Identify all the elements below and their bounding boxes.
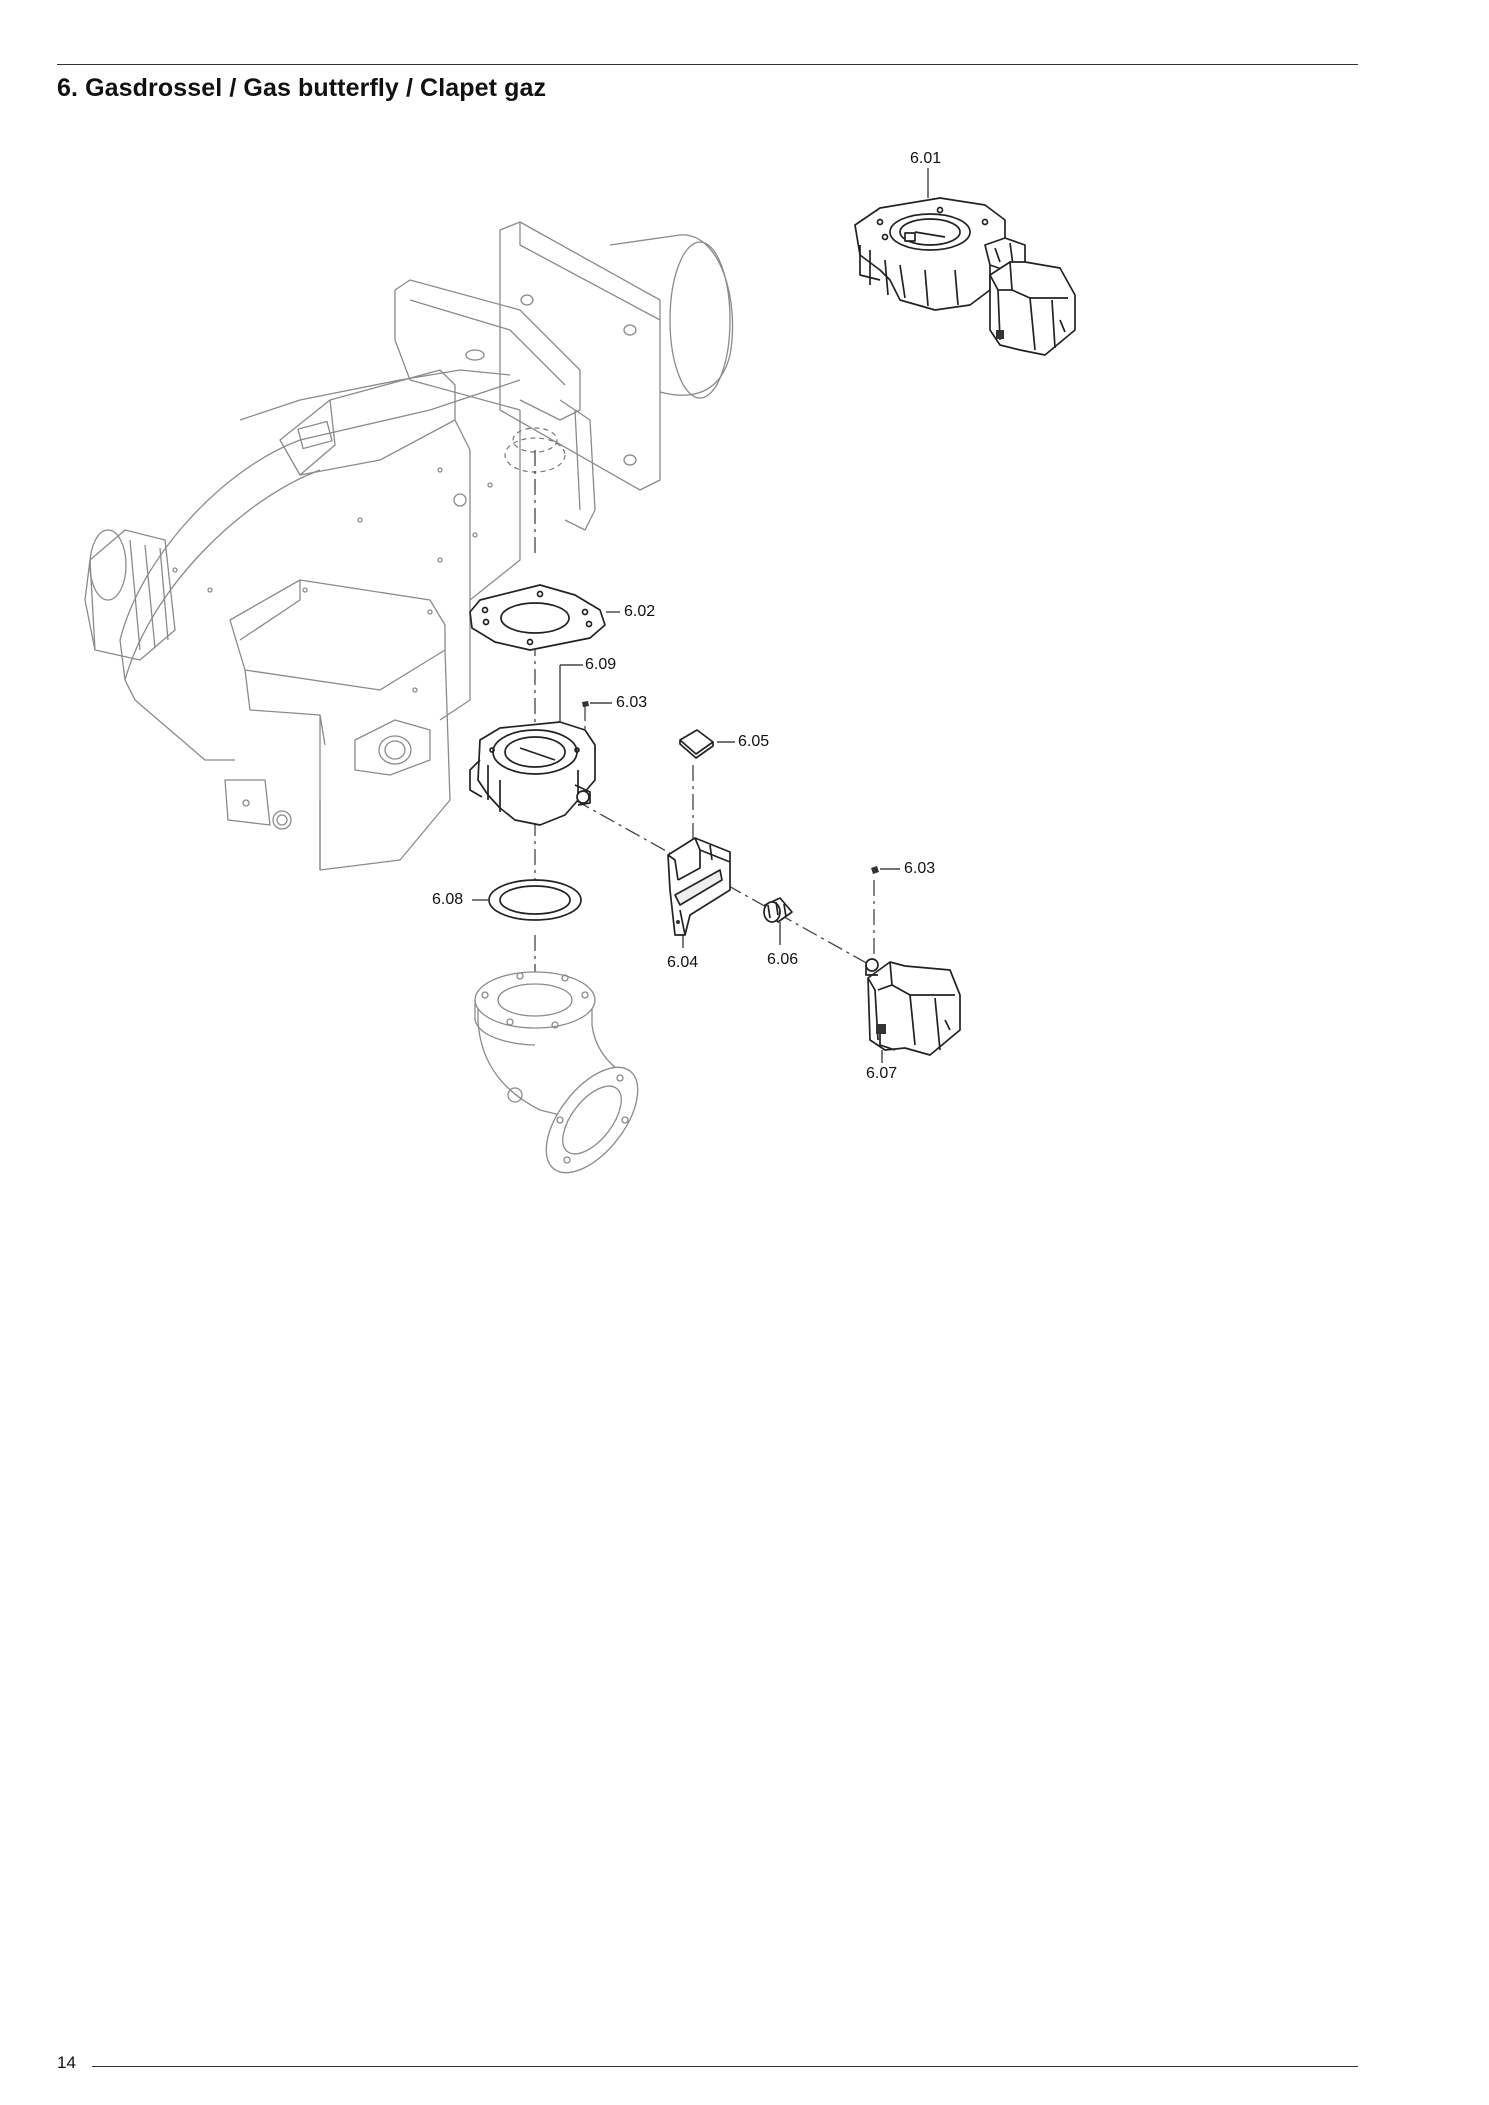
callout-6-01: 6.01	[910, 150, 942, 167]
burner-assembly	[84, 221, 734, 871]
callout-6-09: 6.09	[585, 656, 617, 673]
page-title: 6. Gasdrossel / Gas butterfly / Clapet g…	[57, 74, 547, 102]
limit-switch-6-04	[667, 837, 731, 936]
footer-rule	[92, 2066, 1358, 2067]
screw-6-03-right	[871, 866, 879, 874]
callout-6-06: 6.06	[767, 951, 799, 968]
callout-6-07: 6.07	[866, 1065, 898, 1082]
o-ring-6-08	[488, 879, 582, 921]
callout-6-04: 6.04	[667, 954, 699, 971]
callout-6-02: 6.02	[624, 603, 656, 620]
switch-cover-6-05	[679, 729, 714, 759]
callout-6-03-left: 6.03	[616, 694, 648, 711]
gasket-plate-6-02	[469, 584, 606, 651]
coupling-6-06	[763, 897, 793, 923]
callout-6-03-right: 6.03	[904, 860, 936, 877]
page-number: 14	[57, 2053, 76, 2072]
butterfly-assembly-6-01	[854, 197, 1076, 356]
servo-motor-6-07	[865, 958, 961, 1056]
callout-6-08: 6.08	[432, 891, 464, 908]
header-rule	[57, 64, 1358, 65]
callout-6-05: 6.05	[738, 733, 770, 750]
gas-elbow	[474, 971, 639, 1174]
screw-6-03-left	[582, 701, 589, 707]
butterfly-valve-housing	[469, 721, 596, 826]
